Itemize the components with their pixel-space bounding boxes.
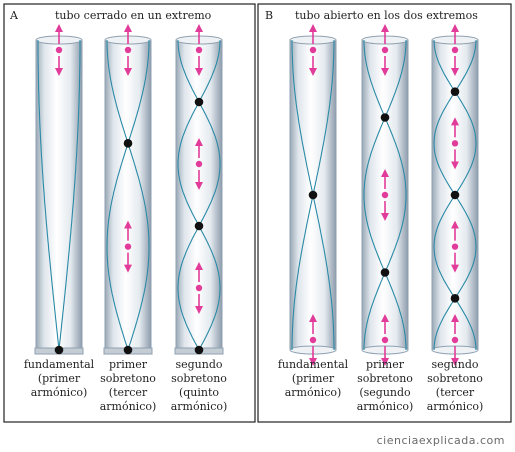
panel-b-tube-3-antinode-arrow bbox=[451, 220, 459, 273]
panel-a-tube-1 bbox=[34, 35, 84, 355]
panel-b-caption-line: primer bbox=[366, 358, 405, 371]
panel-a-caption-line: (primer bbox=[38, 372, 81, 385]
panel-b-tube-3-antinode-arrow bbox=[451, 24, 459, 76]
panel-b-tube-2-antinode-arrow bbox=[381, 314, 389, 366]
panel-a-tube-1-wave-b bbox=[37, 40, 60, 351]
panel-a-tube-2-node bbox=[123, 139, 133, 148]
panel-a-caption-line: sobretono bbox=[171, 372, 227, 385]
panel-a-caption-line: armónico) bbox=[31, 386, 88, 399]
panel-b-tube-2-node bbox=[380, 268, 390, 277]
panel-b-tube-3-node bbox=[450, 190, 460, 200]
panel-a-tube-1-node bbox=[54, 345, 64, 355]
panel-b-tube-2-antinode-arrow bbox=[381, 24, 389, 76]
panel-a-caption-line: fundamental bbox=[24, 358, 95, 371]
panel-a-tube-2-antinode-arrow bbox=[124, 24, 132, 76]
panel-a-tube-3-antinode-arrow bbox=[195, 262, 203, 314]
panel-a-caption-line: primer bbox=[109, 358, 148, 371]
panel-a-tube-3-antinode-arrow bbox=[195, 24, 203, 76]
panel-b-tube-3-antinode-arrow bbox=[451, 117, 459, 170]
panel-b-caption-line: (segundo bbox=[359, 386, 411, 399]
panel-b-caption-line: armónico) bbox=[357, 400, 414, 413]
panel-a-tube-2 bbox=[103, 35, 153, 355]
panel-a-caption-line: (quinto bbox=[179, 386, 219, 399]
panel-a-tube-2-antinode-arrow bbox=[124, 220, 132, 273]
panel-a-tube-3-antinode-arrow bbox=[195, 138, 203, 190]
panel-b-caption-line: armónico) bbox=[285, 386, 342, 399]
panel-b-tube-2-antinode-arrow bbox=[381, 169, 389, 221]
panel-a-tube-3-wave-b bbox=[177, 40, 221, 351]
panel-b-caption-line: (tercer bbox=[436, 386, 475, 399]
panel-b-frame bbox=[257, 3, 512, 423]
panel-b-tube-2-wave-a bbox=[363, 40, 407, 350]
panel-a-letter: A bbox=[9, 9, 19, 22]
panel-a-tube-3-node bbox=[194, 97, 204, 107]
panel-b-caption-line: segundo bbox=[431, 358, 478, 371]
panel-a-tube-3-node bbox=[194, 345, 204, 355]
watermark: cienciaexplicada.com bbox=[377, 434, 505, 447]
panel-a-tube-2-wave-a bbox=[106, 40, 150, 351]
panel-a-tube-1-antinode-arrow bbox=[55, 24, 63, 76]
panel-a-tube-1-wave-a bbox=[58, 40, 81, 351]
panel-a-caption-line: armónico) bbox=[171, 400, 228, 413]
panel-b-caption-line: sobretono bbox=[427, 372, 483, 385]
panel-b-tube-1-antinode-arrow bbox=[309, 314, 317, 366]
panel-a-caption-line: sobretono bbox=[100, 372, 156, 385]
panel-b-tube-3-node bbox=[450, 294, 460, 303]
panel-a-caption-line: armónico) bbox=[100, 400, 157, 413]
panel-a-caption-line: (tercer bbox=[109, 386, 148, 399]
panel-b-caption-line: armónico) bbox=[427, 400, 484, 413]
panel-a-tube-3-wave-a bbox=[177, 40, 221, 351]
panel-a-tube-3-node bbox=[194, 221, 204, 231]
panel-b-tube-3-node bbox=[450, 87, 460, 96]
panel-b-tube-3 bbox=[431, 35, 479, 355]
panel-a-frame bbox=[3, 3, 256, 423]
panel-b-letter: B bbox=[265, 9, 273, 22]
panel-b-tube-3-antinode-arrow bbox=[451, 314, 459, 366]
panel-a-tube-2-wave-b bbox=[106, 40, 150, 351]
panel-b-tube-2-node bbox=[380, 113, 390, 122]
panel-b-tube-1 bbox=[289, 35, 337, 355]
panel-b-caption-line: sobretono bbox=[357, 372, 413, 385]
panel-a-title: tubo cerrado en un extremo bbox=[55, 9, 212, 22]
panel-b-tube-1-antinode-arrow bbox=[309, 24, 317, 76]
panel-a-caption-line: segundo bbox=[175, 358, 222, 371]
panel-b-caption-line: (primer bbox=[292, 372, 335, 385]
panel-b-tube-1-node bbox=[308, 190, 318, 200]
panel-a-tube-2-node bbox=[123, 345, 133, 355]
panel-b-caption-line: fundamental bbox=[278, 358, 349, 371]
panel-b-title: tubo abierto en los dos extremos bbox=[295, 9, 478, 22]
panel-b-tube-2-wave-b bbox=[363, 40, 407, 350]
